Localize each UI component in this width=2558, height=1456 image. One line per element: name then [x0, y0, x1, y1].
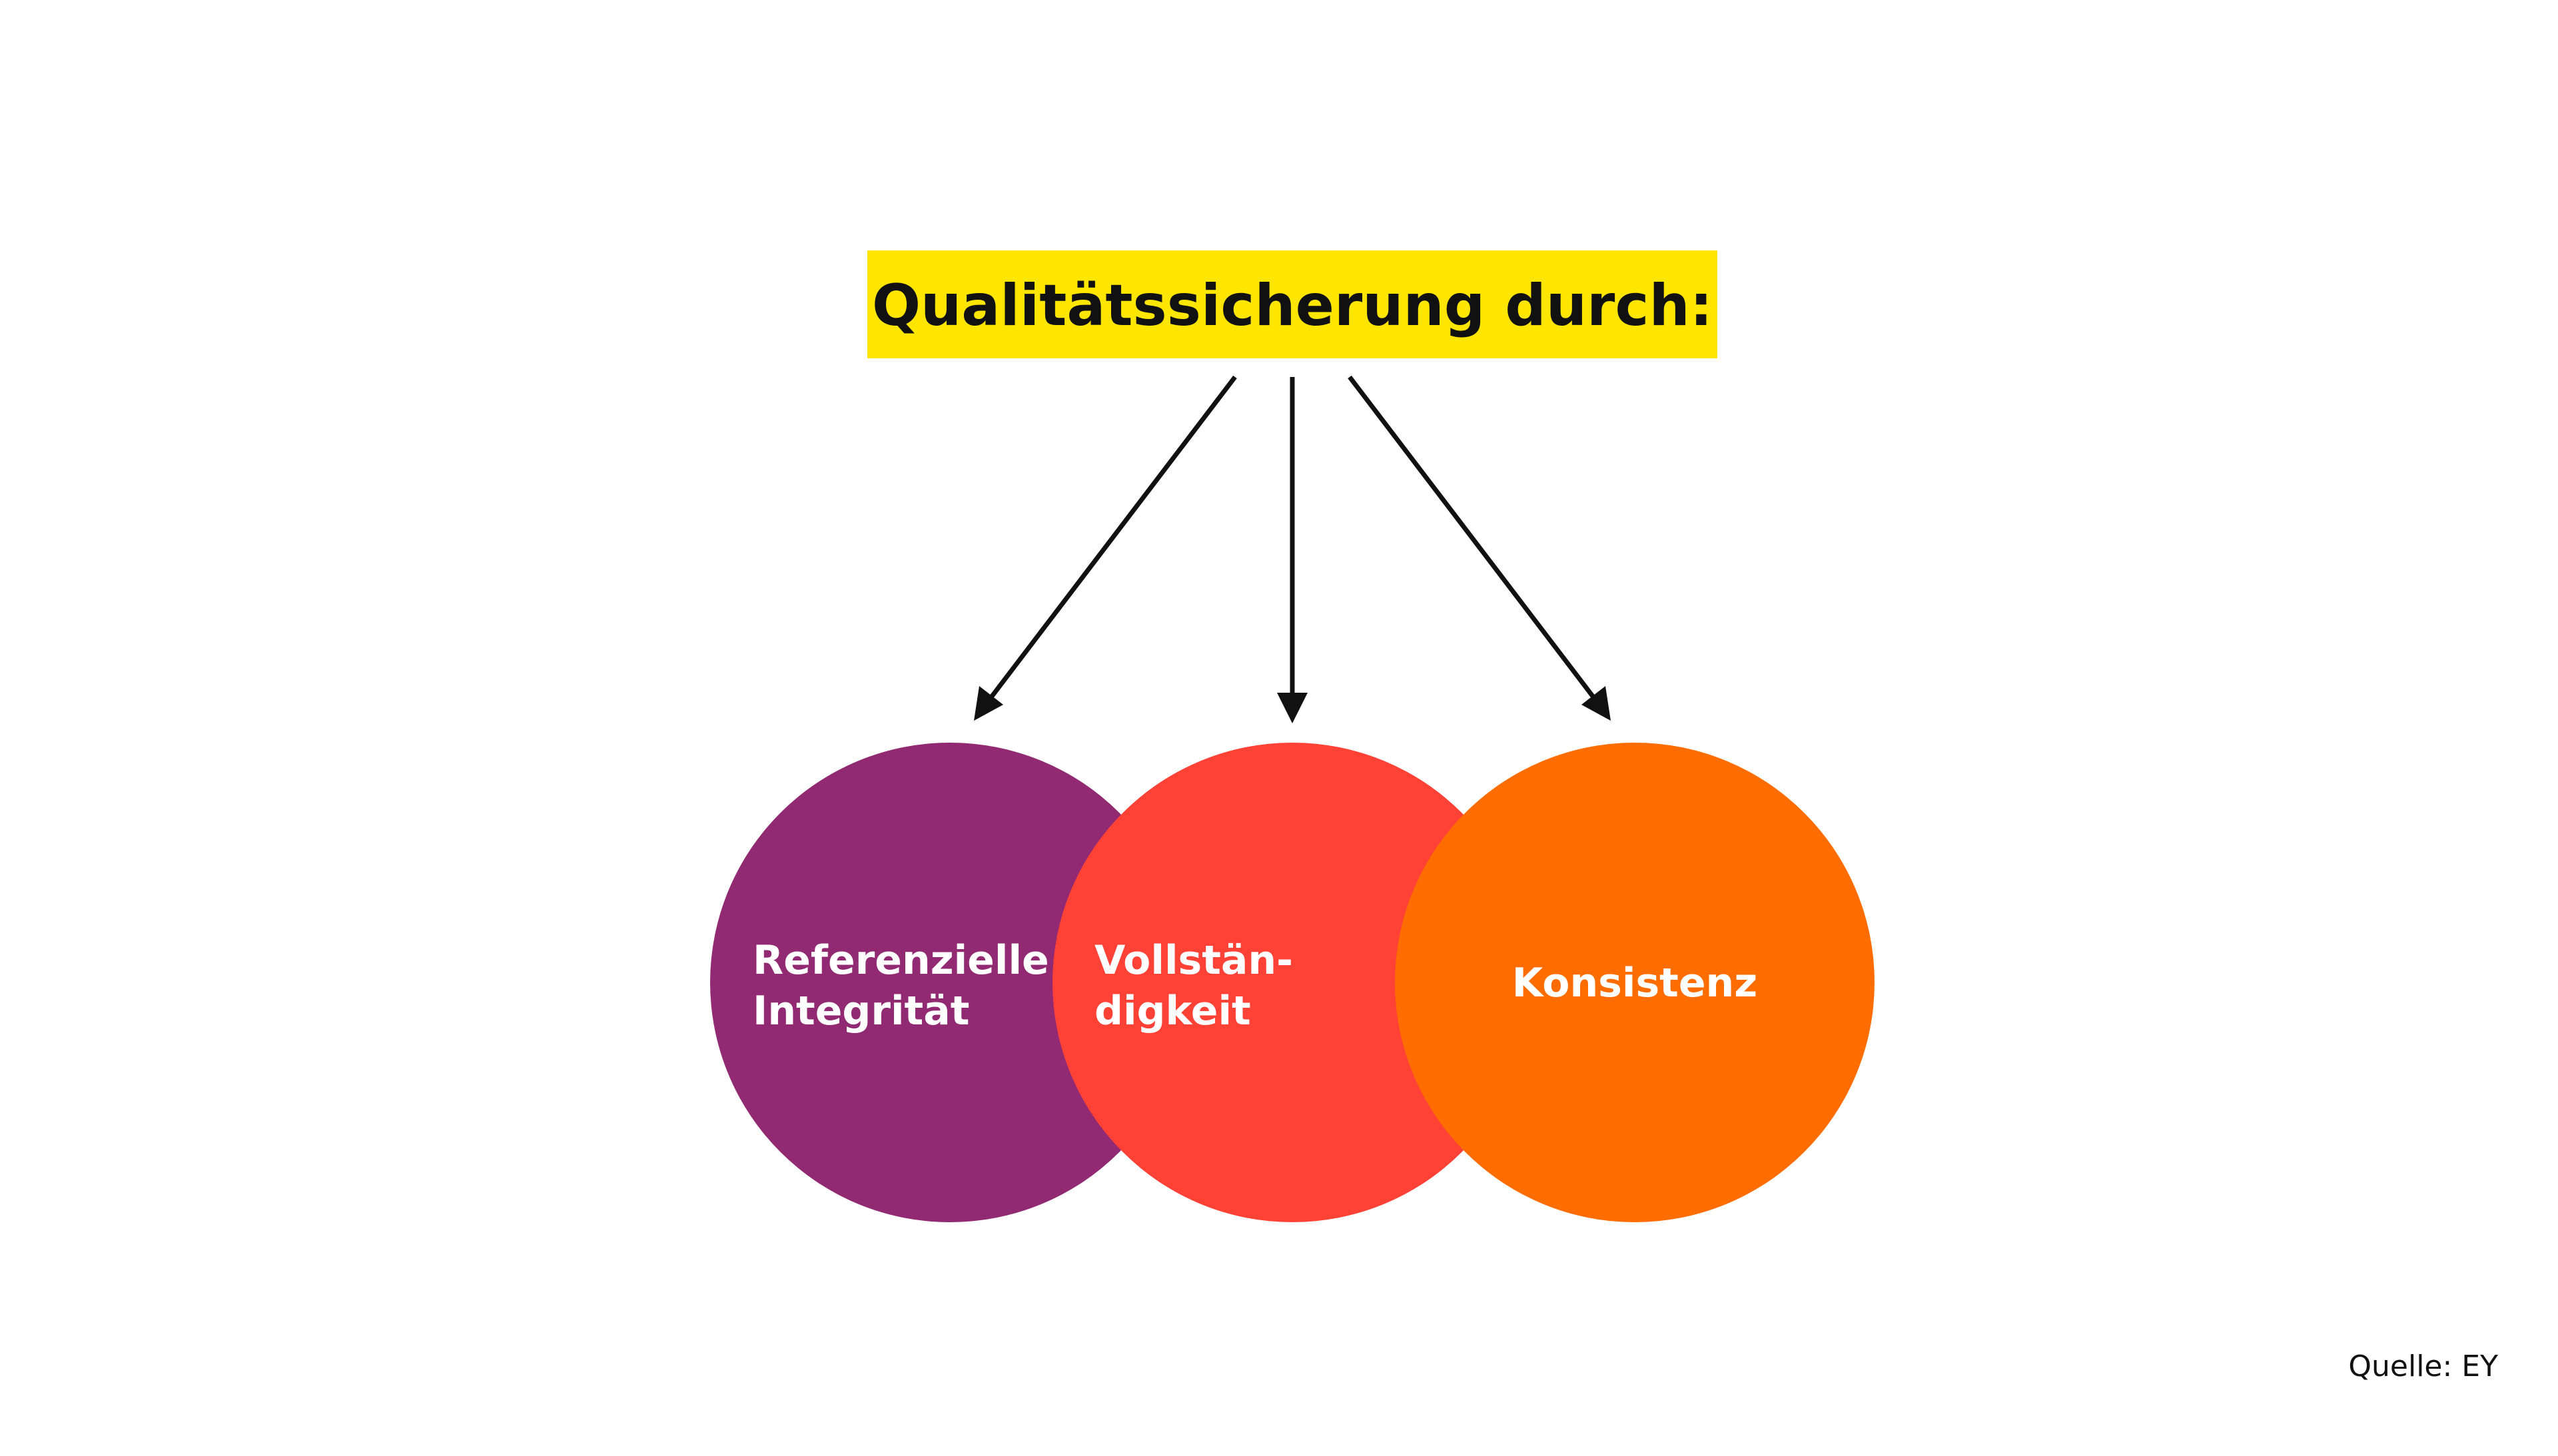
circle-consistency: [1395, 743, 1875, 1222]
arrow-right-head-icon: [1581, 686, 1611, 721]
title-text: Qualitätssicherung durch:: [872, 272, 1713, 339]
circle-referential-integrity: [710, 743, 1190, 1222]
label-completeness-line1: Vollstän-: [1094, 937, 1293, 984]
label-referential-integrity-line2: Integrität: [753, 988, 969, 1034]
title-box: [867, 250, 1717, 358]
arrow-right: [1348, 375, 1596, 700]
arrow-left: [989, 375, 1237, 700]
label-referential-integrity-line1: Referenzielle: [753, 937, 1049, 984]
circle-labels: Referenzielle Integrität Vollstän- digke…: [753, 937, 1757, 1034]
circles: [710, 743, 1875, 1222]
arrow-center-head-icon: [1277, 693, 1308, 723]
circle-completeness: [1053, 743, 1532, 1222]
source-label: Quelle: EY: [2348, 1349, 2498, 1383]
label-consistency-line1: Konsistenz: [1512, 960, 1757, 1006]
arrow-left-head-icon: [974, 686, 1003, 721]
label-completeness-line2: digkeit: [1094, 988, 1251, 1034]
arrows: [974, 375, 1611, 723]
